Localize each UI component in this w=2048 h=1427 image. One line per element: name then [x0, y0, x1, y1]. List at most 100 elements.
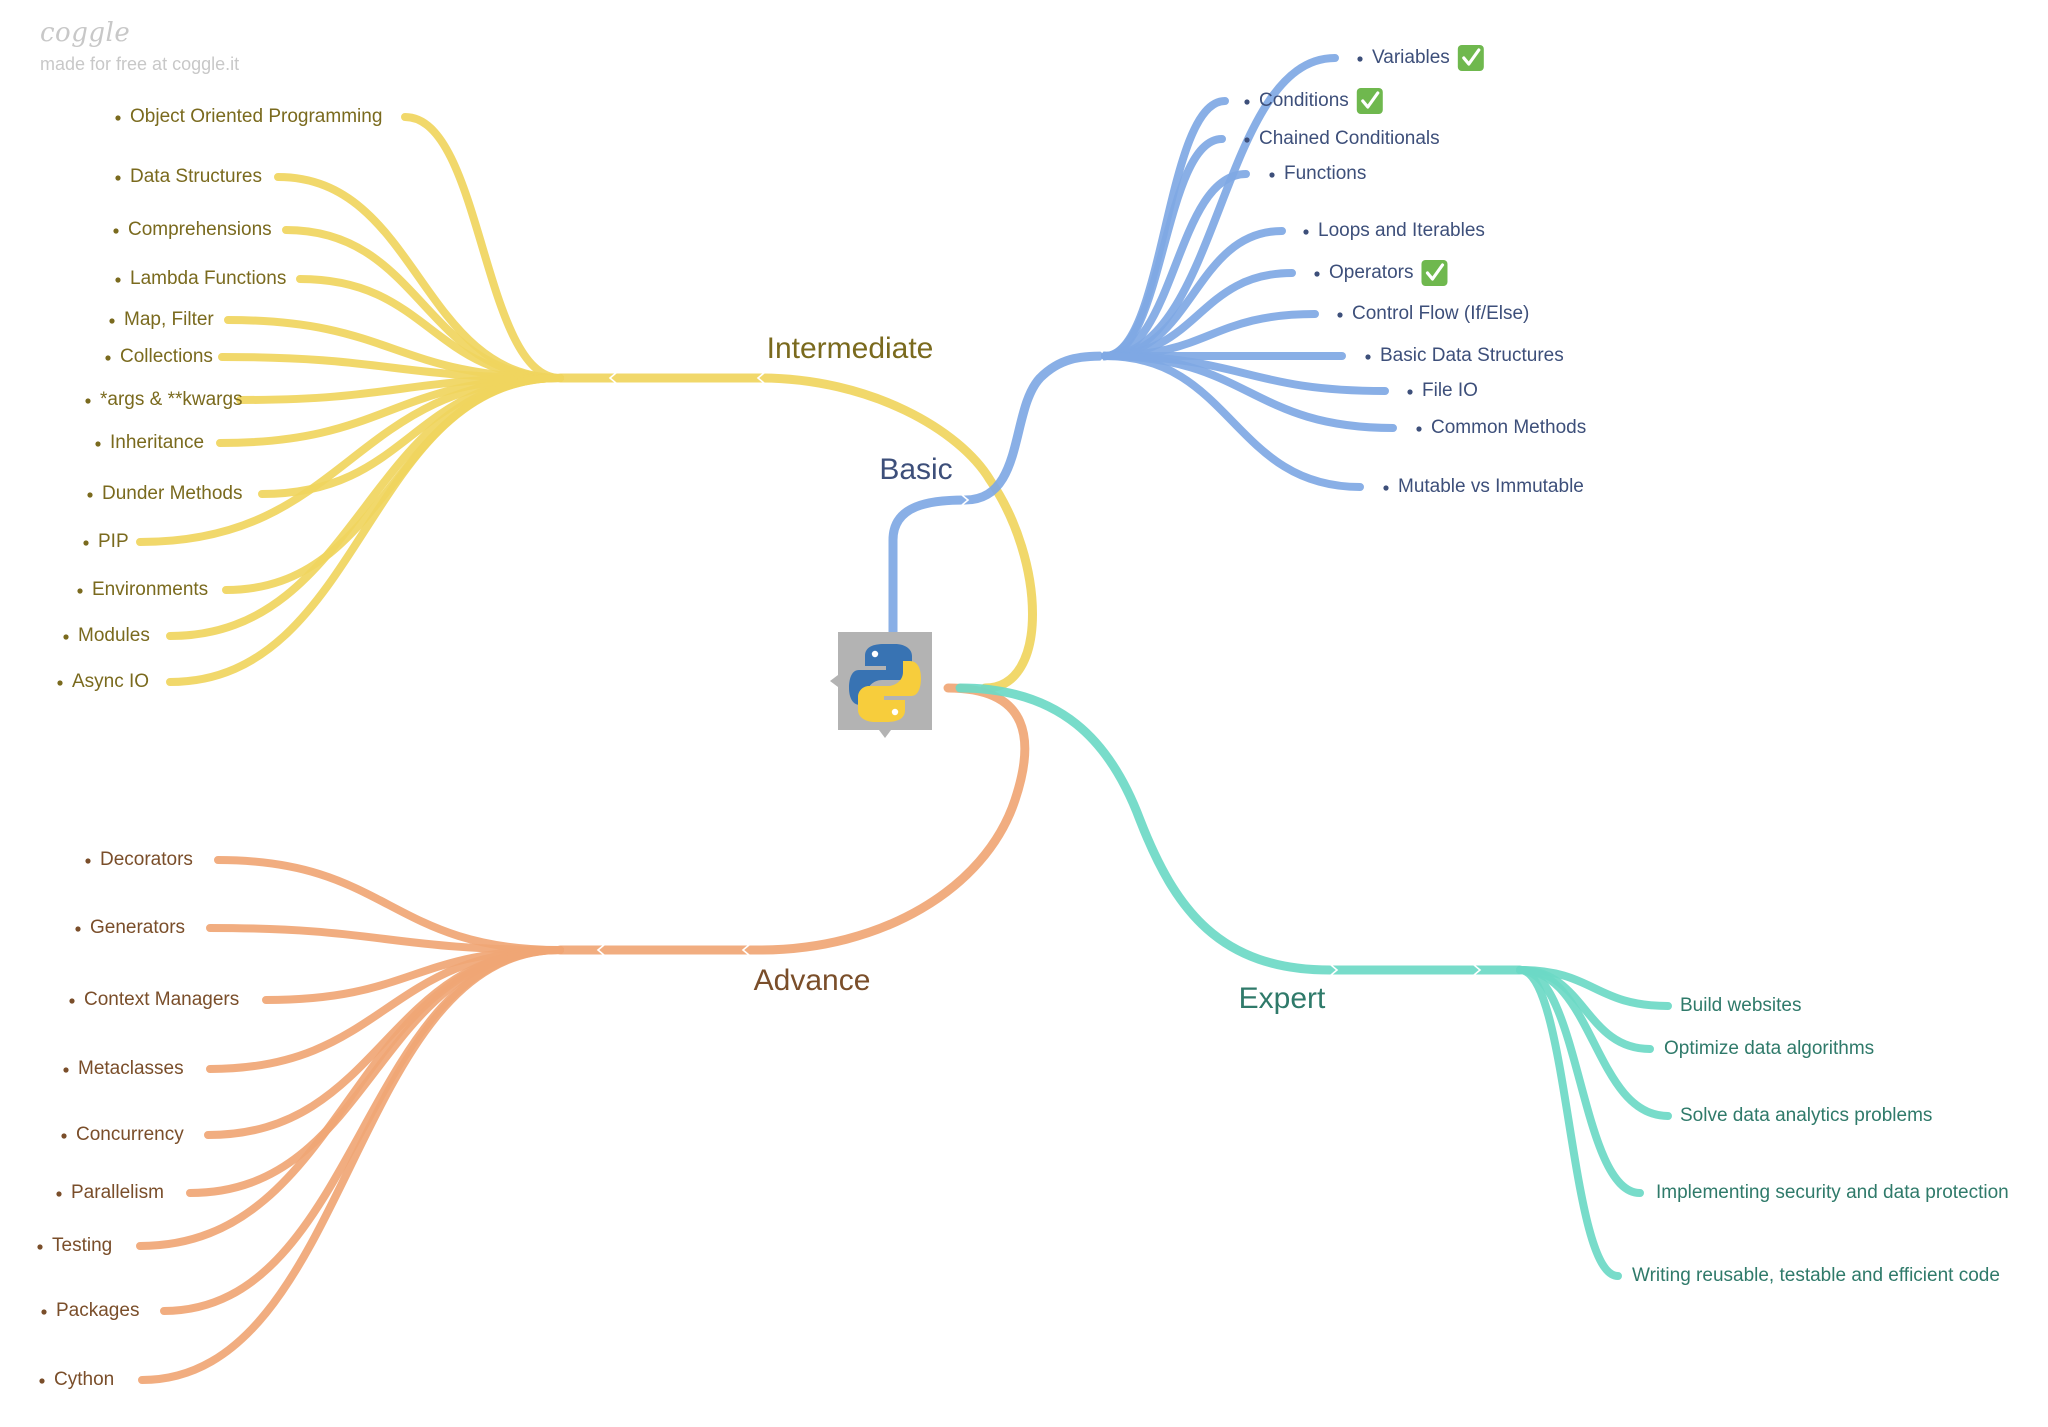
- intermediate-item[interactable]: Data Structures: [115, 166, 262, 187]
- intermediate-item-label: Object Oriented Programming: [130, 106, 382, 127]
- intermediate-item[interactable]: Collections: [105, 346, 213, 367]
- basic-item-label: File IO: [1422, 380, 1478, 401]
- basic-item[interactable]: Loops and Iterables: [1303, 220, 1485, 241]
- branch-label-expert[interactable]: Expert: [1239, 982, 1326, 1015]
- intermediate-edge: [401, 113, 564, 382]
- collapse-chevron-icon[interactable]: [756, 372, 765, 384]
- bullet-icon: [37, 1244, 43, 1250]
- intermediate-item[interactable]: Map, Filter: [109, 309, 214, 330]
- python-logo-icon: [849, 644, 921, 722]
- advance-item[interactable]: Testing: [37, 1235, 112, 1256]
- basic-item[interactable]: Mutable vs Immutable: [1383, 476, 1584, 497]
- advance-edge: [206, 924, 564, 954]
- bullet-icon: [1365, 354, 1371, 360]
- bullet-icon: [75, 926, 81, 932]
- basic-item-label: Chained Conditionals: [1259, 128, 1440, 149]
- intermediate-item[interactable]: Comprehensions: [113, 219, 272, 240]
- basic-edge: [1101, 170, 1250, 360]
- advance-item[interactable]: Cython: [39, 1369, 114, 1390]
- checkmark-icon: [1421, 260, 1448, 286]
- advance-item[interactable]: Context Managers: [69, 989, 239, 1010]
- intermediate-item-label: Inheritance: [110, 432, 204, 453]
- advance-item-label: Cython: [54, 1369, 114, 1390]
- bullet-icon: [83, 540, 89, 546]
- intermediate-item[interactable]: Lambda Functions: [115, 268, 286, 289]
- basic-item[interactable]: Functions: [1269, 163, 1366, 184]
- basic-item-label: Common Methods: [1431, 417, 1586, 438]
- basic-item[interactable]: Operators: [1314, 262, 1413, 283]
- bullet-icon: [63, 634, 69, 640]
- bullet-icon: [1383, 485, 1389, 491]
- collapse-chevron-icon[interactable]: [596, 944, 605, 956]
- basic-edge: [1101, 352, 1364, 491]
- intermediate-item[interactable]: Modules: [63, 625, 150, 646]
- collapse-chevron-icon[interactable]: [608, 372, 617, 384]
- intermediate-item[interactable]: Object Oriented Programming: [115, 106, 382, 127]
- intermediate-item[interactable]: PIP: [83, 531, 129, 552]
- bullet-icon: [69, 998, 75, 1004]
- basic-item[interactable]: File IO: [1407, 380, 1478, 401]
- basic-item[interactable]: Conditions: [1244, 90, 1349, 111]
- expert-edge: [1516, 966, 1644, 1197]
- intermediate-item-label: Async IO: [72, 671, 149, 692]
- intermediate-item-label: Collections: [120, 346, 213, 367]
- advance-item-label: Generators: [90, 917, 185, 938]
- collapse-chevron-icon[interactable]: [961, 494, 970, 506]
- branch-label-advance[interactable]: Advance: [754, 964, 871, 997]
- root-handle-left: [830, 675, 838, 687]
- intermediate-item-label: PIP: [98, 531, 129, 552]
- collapse-chevron-icon[interactable]: [741, 944, 750, 956]
- advance-item[interactable]: Metaclasses: [63, 1058, 184, 1079]
- collapse-chevron-icon[interactable]: [1330, 964, 1339, 976]
- intermediate-item-label: Modules: [78, 625, 150, 646]
- bullet-icon: [1314, 271, 1320, 277]
- advance-item-label: Decorators: [100, 849, 193, 870]
- advance-item[interactable]: Generators: [75, 917, 185, 938]
- bullet-icon: [105, 355, 111, 361]
- collapse-chevron-icon[interactable]: [1473, 964, 1482, 976]
- advance-item[interactable]: Packages: [41, 1300, 139, 1321]
- basic-main-edge: [888, 351, 1110, 637]
- advance-item[interactable]: Concurrency: [61, 1124, 184, 1145]
- advance-item-label: Testing: [52, 1235, 112, 1256]
- expert-item[interactable]: Implementing security and data protectio…: [1656, 1182, 2009, 1203]
- expert-item[interactable]: Writing reusable, testable and efficient…: [1632, 1265, 2000, 1286]
- intermediate-item[interactable]: *args & **kwargs: [85, 389, 243, 410]
- branch-label-basic[interactable]: Basic: [879, 453, 952, 486]
- basic-item-label: Control Flow (If/Else): [1352, 303, 1529, 324]
- advance-item-label: Parallelism: [71, 1182, 164, 1203]
- advance-main-edge: [555, 683, 1030, 955]
- expert-item[interactable]: Build websites: [1680, 995, 1801, 1016]
- advance-edge: [138, 946, 564, 1384]
- root-node[interactable]: [830, 632, 932, 738]
- mind-map-edges: [136, 54, 1672, 1384]
- branch-label-intermediate[interactable]: Intermediate: [767, 332, 934, 365]
- expert-item-label: Solve data analytics problems: [1680, 1105, 1932, 1126]
- basic-item-label: Variables: [1372, 47, 1450, 68]
- intermediate-item-label: Comprehensions: [128, 219, 272, 240]
- expert-item-label: Optimize data algorithms: [1664, 1038, 1874, 1059]
- expert-item[interactable]: Optimize data algorithms: [1664, 1038, 1874, 1059]
- basic-item[interactable]: Basic Data Structures: [1365, 345, 1564, 366]
- bullet-icon: [63, 1067, 69, 1073]
- intermediate-item[interactable]: Environments: [77, 579, 208, 600]
- advance-item-label: Concurrency: [76, 1124, 184, 1145]
- bullet-icon: [115, 115, 121, 121]
- intermediate-item-label: Dunder Methods: [102, 483, 242, 504]
- advance-item[interactable]: Decorators: [85, 849, 193, 870]
- bullet-icon: [1244, 137, 1250, 143]
- bullet-icon: [1269, 172, 1275, 178]
- basic-item[interactable]: Control Flow (If/Else): [1337, 303, 1529, 324]
- basic-item[interactable]: Chained Conditionals: [1244, 128, 1440, 149]
- basic-item[interactable]: Common Methods: [1416, 417, 1586, 438]
- expert-item[interactable]: Solve data analytics problems: [1680, 1105, 1932, 1126]
- intermediate-item[interactable]: Async IO: [57, 671, 149, 692]
- basic-edge: [1101, 135, 1226, 360]
- basic-item[interactable]: Variables: [1357, 47, 1450, 68]
- bullet-icon: [85, 398, 91, 404]
- advance-item[interactable]: Parallelism: [56, 1182, 164, 1203]
- basic-item-label: Functions: [1284, 163, 1366, 184]
- intermediate-item[interactable]: Dunder Methods: [87, 483, 242, 504]
- intermediate-item[interactable]: Inheritance: [95, 432, 204, 453]
